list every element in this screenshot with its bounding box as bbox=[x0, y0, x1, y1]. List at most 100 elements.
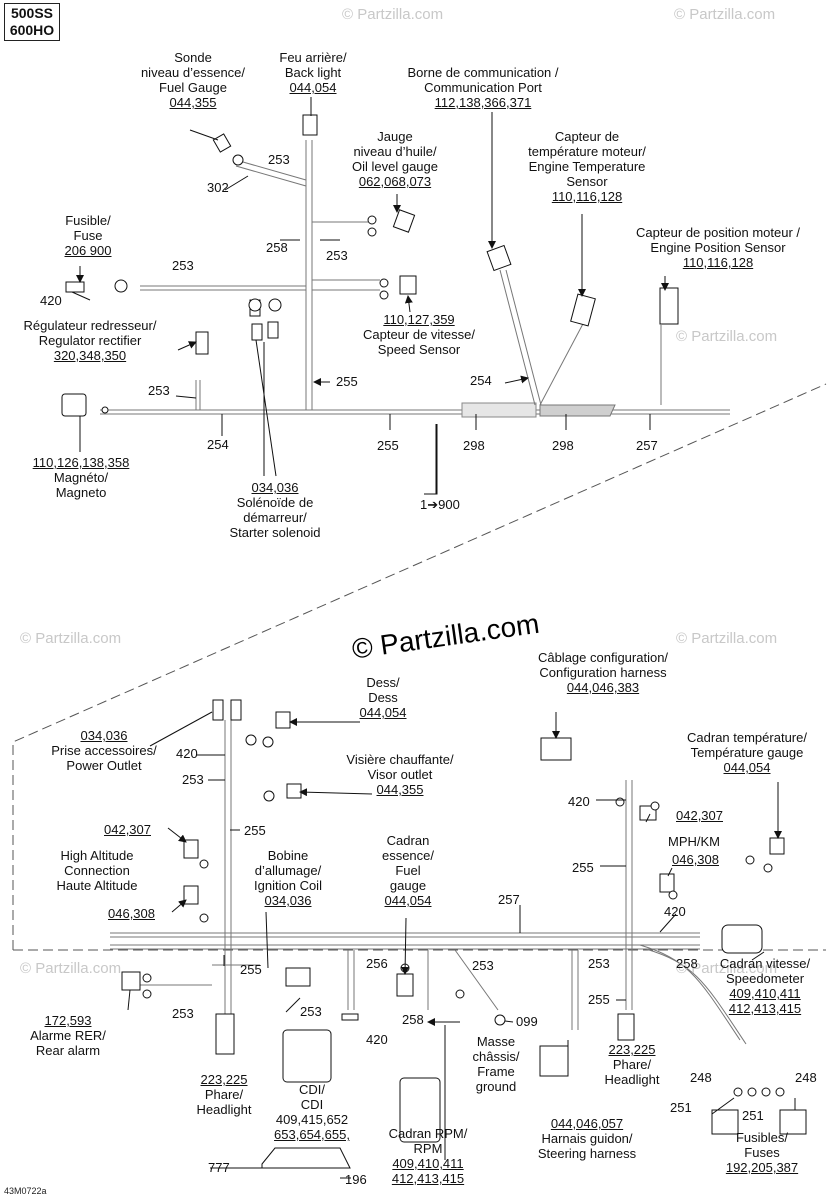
cdi-label: CDI/ CDI 409,415,652 653,654,655, bbox=[274, 1082, 350, 1142]
callout-253: 253 bbox=[172, 258, 194, 273]
temp-gauge-label: Cadran température/ Température gauge 04… bbox=[687, 730, 807, 775]
watermark: © Partzilla.com bbox=[20, 960, 122, 977]
frame-ground-ref: 099 bbox=[516, 1014, 538, 1029]
dess-label: Dess/ Dess 044,054 bbox=[359, 675, 407, 720]
callout-253: 253 bbox=[472, 958, 494, 973]
high-alt-connector-a bbox=[183, 839, 199, 859]
frame-ground-terminal bbox=[494, 1014, 506, 1026]
callout-258: 258 bbox=[402, 1012, 424, 1027]
speed-sensor-connector bbox=[399, 275, 417, 295]
callout-298: 298 bbox=[552, 438, 574, 453]
callout-257: 257 bbox=[636, 438, 658, 453]
oil-level-label: Jauge niveau d’huile/ Oil level gauge 06… bbox=[352, 129, 438, 189]
callout-257: 257 bbox=[498, 892, 520, 907]
callout-253: 253 bbox=[588, 956, 610, 971]
watermark: © Partzilla.com bbox=[674, 6, 776, 23]
callout-420: 420 bbox=[176, 746, 198, 761]
callout-256: 256 bbox=[366, 956, 388, 971]
fuel-gauge-connector bbox=[212, 133, 232, 153]
config-harness-label: Câblage configuration/ Configuration har… bbox=[537, 650, 669, 695]
temp-gauge-connector bbox=[769, 837, 785, 855]
visor-label: Visière chauffante/ Visor outlet 044,355 bbox=[346, 752, 454, 797]
rpm-connector bbox=[399, 1077, 441, 1143]
back-light-label: Feu arrière/ Back light 044,054 bbox=[279, 50, 347, 95]
mph-refs-a: 042,307 bbox=[676, 808, 723, 823]
callout-251: 251 bbox=[670, 1100, 692, 1115]
callout-254: 254 bbox=[470, 373, 492, 388]
watermark: © Partzilla.com bbox=[342, 6, 444, 23]
top-vertical-trunk bbox=[140, 140, 662, 410]
callout-258: 258 bbox=[266, 240, 288, 255]
ignition-coil-connector bbox=[285, 967, 311, 987]
speedometer-connector bbox=[721, 924, 763, 954]
headlight-right-label: 223,225 Phare/ Headlight bbox=[604, 1042, 660, 1087]
mph-refs-b: 046,308 bbox=[672, 852, 719, 867]
high-alt-connector-b bbox=[183, 885, 199, 905]
engine-pos-connector bbox=[659, 287, 679, 325]
regulator-connector bbox=[195, 331, 209, 355]
bottom-leader-lines bbox=[127, 711, 796, 1179]
headlight-left-connector bbox=[215, 1013, 235, 1055]
ignition-coil-label: Bobine d’allumage/ Ignition Coil 034,036 bbox=[254, 848, 322, 908]
callout-777: 777 bbox=[208, 1160, 230, 1175]
magneto-connector bbox=[61, 393, 87, 417]
callout-248: 248 bbox=[690, 1070, 712, 1085]
arrow-reference: 1➔900 bbox=[420, 497, 460, 512]
top-connectors bbox=[61, 114, 679, 417]
power-outlet-a bbox=[212, 699, 224, 721]
frame-ground-label: Masse châssis/ Frame ground bbox=[472, 1034, 520, 1094]
callout-255: 255 bbox=[240, 962, 262, 977]
callout-255: 255 bbox=[377, 438, 399, 453]
rear-alarm-label: 172,593 Alarme RER/ Rear alarm bbox=[30, 1013, 106, 1058]
high-alt-refs-2: 046,308 bbox=[108, 906, 155, 921]
high-alt-label: High Altitude Connection Haute Altitude bbox=[56, 848, 138, 893]
comm-port-label: Borne de communication / Communication P… bbox=[407, 65, 559, 110]
callout-420: 420 bbox=[40, 293, 62, 308]
rear-alarm-connector bbox=[121, 971, 141, 991]
callout-302: 302 bbox=[207, 180, 229, 195]
watermark: © Partzilla.com bbox=[20, 630, 122, 647]
dess-connector bbox=[275, 711, 291, 729]
fuel-gauge-connector bbox=[396, 973, 414, 997]
top-leader-lines bbox=[71, 97, 669, 495]
comm-port-connector bbox=[486, 244, 512, 272]
fuel-gauge-bottom-label: Cadran essence/ Fuel gauge 044,054 bbox=[381, 833, 435, 908]
power-outlet-b bbox=[230, 699, 242, 721]
fuse-label: Fusible/ Fuse 206 900 bbox=[64, 213, 112, 258]
steering-harness-label: 044,046,057 Harnais guidon/ Steering har… bbox=[537, 1116, 637, 1161]
callout-255: 255 bbox=[244, 823, 266, 838]
callout-253: 253 bbox=[326, 248, 348, 263]
watermark: © Partzilla.com bbox=[676, 328, 778, 345]
callout-253: 253 bbox=[148, 383, 170, 398]
callout-253: 253 bbox=[182, 772, 204, 787]
fuse-connector-a bbox=[711, 1109, 739, 1135]
engine-temp-connector bbox=[570, 293, 596, 327]
callout-254: 254 bbox=[207, 437, 229, 452]
section-divider bbox=[12, 383, 827, 950]
power-outlet-label: 034,036 Prise accessoires/ Power Outlet bbox=[51, 728, 157, 773]
cdi-connector bbox=[282, 1029, 332, 1083]
callout-420: 420 bbox=[568, 794, 590, 809]
callout-253: 253 bbox=[172, 1006, 194, 1021]
fuses-label: Fusibles/ Fuses 192,205,387 bbox=[725, 1130, 799, 1175]
callout-255: 255 bbox=[336, 374, 358, 389]
bottom-main-harness bbox=[110, 720, 747, 1050]
rpm-label: Cadran RPM/ RPM 409,410,411 412,413,415 bbox=[388, 1126, 468, 1186]
engine-temp-label: Capteur de température moteur/ Engine Te… bbox=[528, 129, 646, 204]
headlight-left-label: 223,225 Phare/ Headlight bbox=[196, 1072, 252, 1117]
steering-harness-connector bbox=[539, 1045, 569, 1077]
arrow-1-900 bbox=[424, 424, 437, 495]
magneto-label: 110,126,138,358 Magnéto/ Magneto bbox=[32, 455, 130, 500]
high-alt-refs: 042,307 bbox=[104, 822, 151, 837]
callout-253: 253 bbox=[268, 152, 290, 167]
callout-251: 251 bbox=[742, 1108, 764, 1123]
mph-connector-a bbox=[639, 805, 657, 821]
mph-label: MPH/KM bbox=[668, 834, 720, 849]
speed-sensor-label: 110,127,359 Capteur de vitesse/ Speed Se… bbox=[362, 312, 475, 357]
callout-258: 258 bbox=[676, 956, 698, 971]
visor-connector bbox=[286, 783, 302, 799]
callout-248: 248 bbox=[795, 1070, 817, 1085]
connector-420 bbox=[341, 1013, 359, 1021]
callout-196: 196 bbox=[345, 1172, 367, 1187]
model-600ho: 600HO bbox=[9, 22, 55, 38]
